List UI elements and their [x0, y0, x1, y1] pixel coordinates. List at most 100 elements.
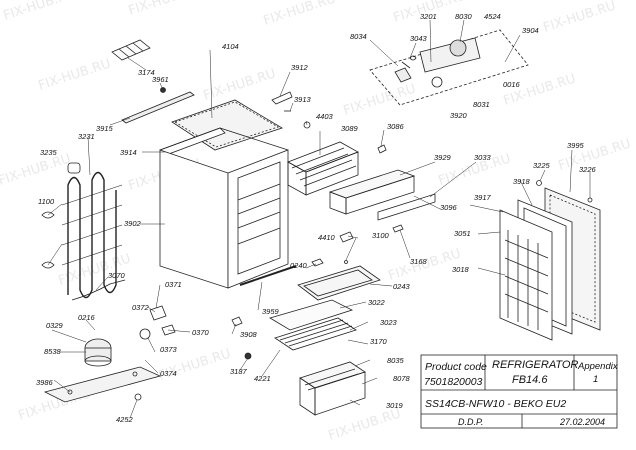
- part-label: 3022: [368, 298, 386, 307]
- part-label: 3913: [294, 95, 312, 104]
- part-label: 3231: [78, 132, 95, 141]
- watermark: FIX-HUB.RU: [37, 56, 113, 93]
- part-label: 4403: [316, 112, 334, 121]
- part-label: 0374: [160, 369, 177, 378]
- filter-drawing: [67, 162, 81, 174]
- part-label: 1100: [38, 197, 55, 206]
- part-label: 0016: [503, 80, 521, 89]
- base-plate-drawing: [43, 366, 162, 403]
- small-part-drawing: [392, 224, 404, 233]
- part-label: 0216: [78, 313, 96, 322]
- watermark: FIX-HUB.RU: [502, 71, 578, 108]
- part-label: 3915: [96, 124, 114, 133]
- shelf-drawing: [269, 299, 354, 331]
- part-label: 3174: [138, 68, 155, 77]
- shelf-grid-drawing: [274, 317, 357, 351]
- leader-lines: [47, 19, 591, 419]
- part-label: 8030: [455, 12, 473, 21]
- part-labels: 3174 3961 3915 4104 3912 3913 4403 3089 …: [36, 12, 597, 424]
- part-label: 3051: [454, 229, 471, 238]
- part-label: 3086: [387, 122, 405, 131]
- part-label: 4104: [222, 42, 239, 51]
- part-label: 3170: [370, 337, 388, 346]
- part-label: 3235: [40, 148, 58, 157]
- author: D.D.P.: [458, 417, 483, 427]
- part-label: 3929: [434, 153, 452, 162]
- watermark: FIX-HUB.RU: [2, 0, 78, 24]
- part-label: 3961: [152, 75, 169, 84]
- part-label: 4221: [254, 374, 271, 383]
- compressor-drawing: [84, 338, 112, 367]
- part-label: 4524: [484, 12, 501, 21]
- part-label: 3201: [420, 12, 437, 21]
- bracket-drawing: [271, 91, 293, 105]
- part-label: 0373: [160, 345, 178, 354]
- watermark: FIX-HUB.RU: [342, 81, 418, 118]
- part-label: 4252: [116, 415, 134, 424]
- part-label: 3995: [567, 141, 585, 150]
- part-label: 3033: [474, 153, 492, 162]
- part-label: 3096: [440, 203, 458, 212]
- watermark: FIX-HUB.RU: [262, 0, 338, 29]
- part-label: 8078: [393, 374, 411, 383]
- part-drawings: [41, 29, 601, 416]
- part-label: 0243: [393, 282, 411, 291]
- small-part-drawing: [377, 144, 387, 154]
- part-label: 3100: [372, 231, 390, 240]
- part-label: 3187: [230, 367, 248, 376]
- part-label: 3959: [262, 307, 280, 316]
- part-label: 3912: [291, 63, 309, 72]
- part-label: 3918: [513, 177, 531, 186]
- part-label: 8034: [350, 32, 367, 41]
- appendix-label: Appendix: [577, 361, 619, 372]
- strip-drawing: [239, 265, 297, 286]
- part-label: 0240: [290, 261, 308, 270]
- part-label: 3019: [386, 401, 404, 410]
- watermark: FIX-HUB.RU: [0, 151, 73, 188]
- part-label: 4410: [318, 233, 336, 242]
- thermostat-housing-drawing: [369, 29, 529, 106]
- part-label: 3225: [533, 161, 551, 170]
- evaporator-drawing: [287, 141, 359, 196]
- part-label: 3902: [124, 219, 142, 228]
- hinge-drawing: [339, 231, 354, 243]
- relay-drawing: [149, 305, 167, 321]
- part-label: 8035: [387, 356, 405, 365]
- part-label: 8538: [44, 347, 62, 356]
- date: 27.02.2004: [559, 417, 605, 427]
- clip-drawing: [41, 211, 55, 219]
- product-type: REFRIGERATOR: [492, 359, 578, 371]
- part-label: 0329: [46, 321, 64, 330]
- part-label: 3023: [380, 318, 398, 327]
- watermark: FIX-HUB.RU: [327, 406, 403, 443]
- watermark: FIX-HUB.RU: [127, 0, 203, 19]
- cabinet-drawing: [159, 99, 289, 289]
- watermark: FIX-HUB.RU: [542, 0, 618, 36]
- part-label: 3070: [108, 271, 126, 280]
- freezer-door-drawing: [328, 169, 436, 221]
- part-label: 0371: [165, 280, 182, 289]
- title-block: Product code 7501820003 REFRIGERATOR FB1…: [420, 354, 619, 429]
- part-label: 3904: [522, 26, 539, 35]
- crisper-drawing: [299, 361, 366, 416]
- clip-drawing: [41, 261, 55, 269]
- part-label: 3018: [452, 265, 470, 274]
- model-code: SS14CB-NFW10 - BEKO EU2: [425, 398, 566, 410]
- part-label: 0370: [192, 328, 210, 337]
- part-label: 3226: [579, 165, 597, 174]
- product-code-label: Product code: [425, 361, 487, 373]
- drip-tray-drawing: [297, 265, 381, 301]
- product-code: 7501820003: [424, 376, 483, 388]
- part-label: 3908: [240, 330, 258, 339]
- model-name: FB14.6: [512, 374, 548, 386]
- part-label: 3043: [410, 34, 428, 43]
- appendix-number: 1: [593, 374, 598, 385]
- watermark: FIX-HUB.RU: [202, 66, 278, 103]
- part-label: 3920: [450, 111, 468, 120]
- rail-drawing: [121, 91, 195, 124]
- part-label: 0372: [132, 303, 150, 312]
- part-label: 3917: [474, 193, 492, 202]
- part-label: 3914: [120, 148, 137, 157]
- part-label: 3168: [410, 257, 428, 266]
